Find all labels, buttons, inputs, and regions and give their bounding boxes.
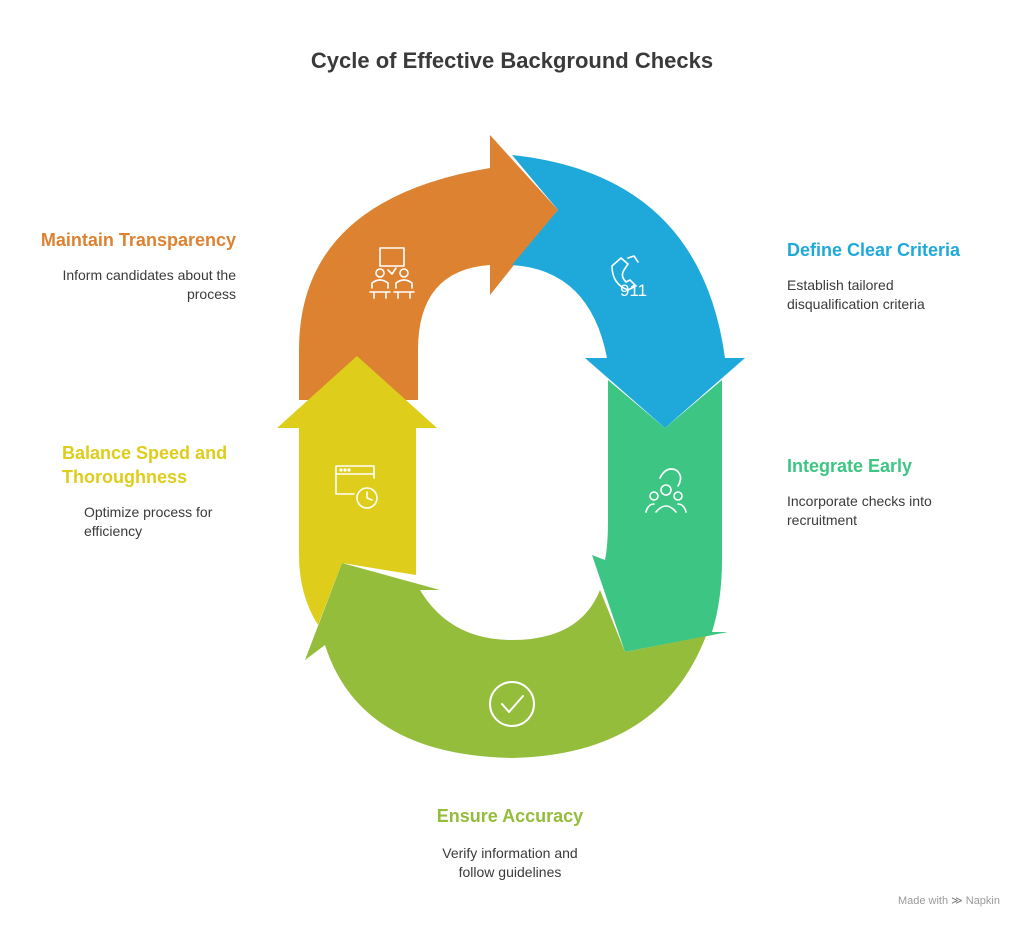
stage-criteria: Define Clear Criteria Establish tailored…	[787, 238, 1007, 314]
stage-integrate: Integrate Early Incorporate checks into …	[787, 454, 1007, 530]
stage-criteria-heading: Define Clear Criteria	[787, 240, 961, 260]
arrow-balance	[277, 356, 437, 625]
team-icon	[645, 468, 687, 513]
stage-transparency-description: Inform candidates about the process	[62, 267, 236, 302]
check-circle-icon	[489, 681, 535, 727]
napkin-logo-icon: ≫	[951, 895, 963, 907]
footer-credit: Made with ≫ Napkin	[898, 894, 1000, 907]
stage-accuracy: Ensure Accuracy Verify information and f…	[390, 804, 630, 882]
stage-transparency: Maintain Transparency Inform candidates …	[40, 228, 236, 304]
made-with-label: Made with	[897, 895, 949, 907]
stage-accuracy-heading: Ensure Accuracy	[436, 806, 584, 826]
arrow-criteria	[512, 155, 745, 428]
stage-balance: Balance Speed and Thoroughness Optimize …	[62, 441, 282, 541]
stage-integrate-description: Incorporate checks into recruitment	[787, 493, 932, 528]
stage-balance-heading: Balance Speed and Thoroughness	[62, 443, 228, 487]
brand-label: Napkin	[965, 895, 1000, 907]
arrow-transparency	[299, 135, 558, 400]
browser-clock-icon	[335, 465, 378, 509]
meeting-icon	[369, 247, 415, 299]
stage-accuracy-description: Verify information and follow guidelines	[442, 845, 578, 880]
stage-balance-description: Optimize process for efficiency	[84, 504, 213, 539]
phone-911-label: 911	[620, 281, 647, 300]
stage-integrate-heading: Integrate Early	[787, 456, 913, 476]
stage-criteria-description: Establish tailored disqualification crit…	[787, 277, 925, 312]
stage-transparency-heading: Maintain Transparency	[40, 230, 236, 250]
page-title: Cycle of Effective Background Checks	[310, 48, 714, 73]
phone-911-icon	[611, 255, 639, 291]
arrow-integrate	[592, 380, 728, 652]
arrow-accuracy	[305, 563, 706, 758]
